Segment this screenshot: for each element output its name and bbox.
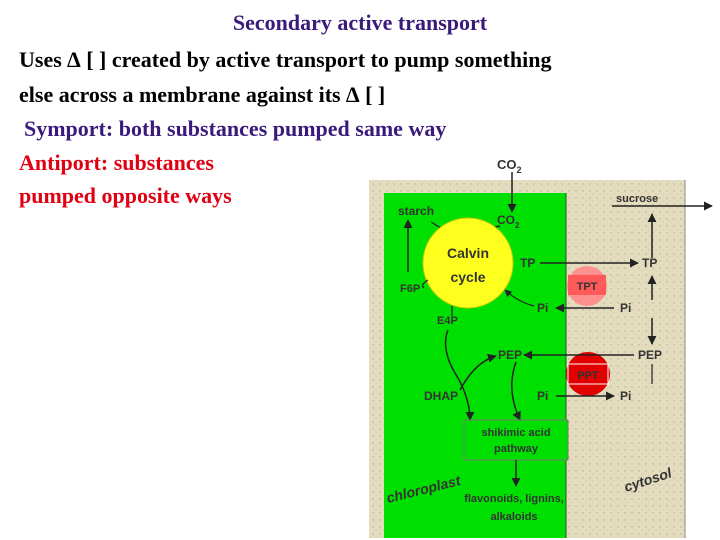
ppt-box [567, 363, 609, 385]
sucrose-label: sucrose [616, 193, 658, 205]
symport-definition: Symport: both substances pumped same way [24, 116, 447, 141]
co2-outer-label: CO2 [497, 157, 522, 175]
starch-label: starch [398, 204, 434, 218]
ppt-label: PPT [577, 370, 599, 382]
f6p-label: F6P [400, 283, 420, 295]
shikimic-label-1: shikimic acid [481, 427, 550, 439]
calvin-cycle-circle [422, 217, 514, 309]
pep-outer-label: PEP [638, 348, 662, 362]
dhap-to-pep-arrow [459, 353, 497, 391]
pi-to-calvin-arrow [504, 289, 535, 307]
shikimic-label-2: pathway [494, 443, 539, 455]
body-line-2: else across a membrane against its ∆ [ ] [19, 82, 386, 107]
products-label-1: flavonoids, lignins, [464, 493, 564, 505]
calvin-to-f6p-arrow [422, 279, 429, 289]
pep-inner-label: PEP [498, 348, 522, 362]
e4p-label: E4P [437, 315, 458, 327]
tp-outer-label: TP [642, 256, 657, 270]
pi-inner-1-label: Pi [537, 301, 548, 315]
tp-inner-label: TP [520, 256, 535, 270]
antiport-definition-line-1: Antiport: substances [19, 150, 214, 175]
body-line-1: Uses ∆ [ ] created by active transport t… [19, 47, 552, 72]
products-label-2: alkaloids [490, 511, 537, 523]
antiport-definition-line-2: pumped opposite ways [19, 183, 232, 208]
pi-outer-2-label: Pi [620, 389, 631, 403]
co2-inner-label: CO2 [497, 213, 520, 230]
calvin-label-2: cycle [450, 269, 485, 285]
pi-inner-2-label: Pi [537, 389, 548, 403]
calvin-label-1: Calvin [447, 245, 489, 261]
e4p-to-shikimic-arrow [444, 329, 475, 421]
pep-to-shikimic-arrow [511, 361, 521, 421]
shikimic-pathway-box [463, 419, 569, 461]
slide-title: Secondary active transport [232, 10, 488, 35]
pi-outer-1-label: Pi [620, 301, 631, 315]
tpt-box [568, 275, 606, 295]
tpt-label: TPT [577, 281, 598, 293]
dhap-label: DHAP [424, 389, 458, 403]
